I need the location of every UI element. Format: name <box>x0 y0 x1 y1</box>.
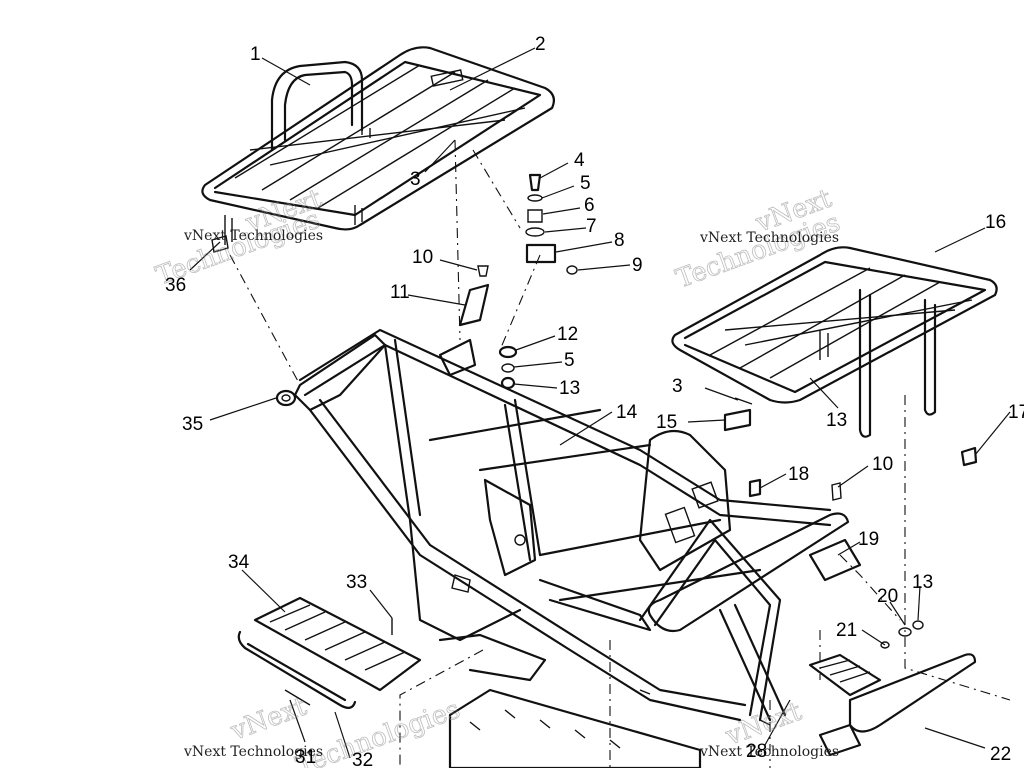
callout-11: 11 <box>390 282 410 303</box>
callout-20: 20 <box>877 586 898 607</box>
callout-21: 21 <box>836 620 857 641</box>
callout-8: 8 <box>614 230 625 251</box>
callout-5: 5 <box>580 173 591 194</box>
callout-33: 33 <box>346 572 367 593</box>
callout-28: 28 <box>746 741 767 762</box>
callout-7: 7 <box>586 216 597 237</box>
watermark-small-2: vNext Technologies <box>699 230 839 246</box>
main-frame <box>293 328 850 726</box>
footrest-right <box>808 653 977 757</box>
callout-22: 22 <box>990 744 1011 765</box>
callout-14: 14 <box>616 402 638 423</box>
callout-6: 6 <box>584 195 595 216</box>
callout-5-lower: 5 <box>564 350 575 371</box>
callout-3-rear: 3 <box>672 376 683 397</box>
callout-3: 3 <box>410 169 421 190</box>
callout-19: 19 <box>858 529 879 550</box>
callout-16: 16 <box>985 212 1006 233</box>
footrest-left <box>237 596 422 709</box>
callout-4: 4 <box>574 150 585 171</box>
callout-labels: 1 2 3 4 5 6 7 8 9 10 11 12 5 13 14 15 3 … <box>165 34 1024 768</box>
callout-10: 10 <box>412 247 433 268</box>
callout-13-right: 13 <box>912 572 933 593</box>
watermark-line1: vNext <box>226 692 311 747</box>
callout-17: 17 <box>1008 402 1024 423</box>
callout-9: 9 <box>632 255 643 276</box>
rear-rack <box>671 246 998 438</box>
callout-15: 15 <box>656 412 677 433</box>
watermark-small-3: vNext Technologies <box>183 744 323 760</box>
callout-36: 36 <box>165 275 186 296</box>
callout-13-rear: 13 <box>826 410 847 431</box>
callout-35: 35 <box>182 414 203 435</box>
skid-plate <box>448 688 702 768</box>
callout-34: 34 <box>228 552 250 573</box>
alignment-lines <box>229 139 1011 768</box>
hardware <box>211 173 978 649</box>
callout-12: 12 <box>557 324 578 345</box>
watermark-small-4: vNext Technologies <box>699 744 839 760</box>
callout-32: 32 <box>352 750 373 768</box>
callout-10-rear: 10 <box>872 454 893 475</box>
callout-1: 1 <box>250 44 261 65</box>
callout-18: 18 <box>788 464 809 485</box>
watermark-small-1: vNext Technologies <box>183 228 323 244</box>
callout-31: 31 <box>295 747 316 768</box>
front-rack <box>201 46 555 245</box>
callout-2: 2 <box>535 34 546 55</box>
watermark: vNext Technologies vNext Technologies vN… <box>152 183 845 768</box>
callout-13: 13 <box>559 378 580 399</box>
leader-lines <box>189 47 1011 759</box>
